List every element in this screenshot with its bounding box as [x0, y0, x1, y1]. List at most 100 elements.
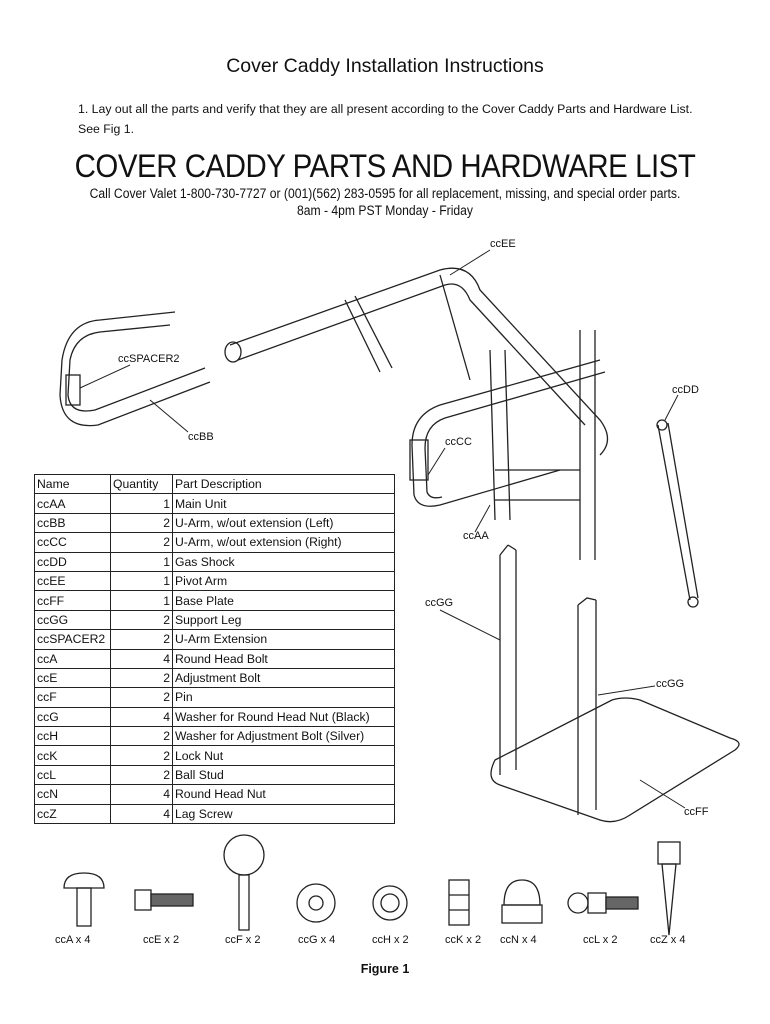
cell-name: ccSPACER2 [34, 629, 111, 650]
washer-black-drawing [296, 883, 336, 923]
cell-name: ccFF [34, 590, 111, 611]
parts-list-heading: COVER CADDY PARTS AND HARDWARE LIST [74, 148, 696, 184]
cell-quantity: 1 [110, 493, 173, 514]
hardware-drawings [63, 834, 681, 936]
cell-description: Support Leg [172, 609, 395, 631]
header-description: Part Description [172, 473, 395, 495]
step-1-text: 1. Lay out all the parts and verify that… [78, 102, 693, 136]
cell-quantity: 2 [110, 745, 173, 766]
page-title: Cover Caddy Installation Instructions [226, 55, 544, 77]
cell-quantity: 4 [110, 706, 173, 728]
cell-description: Ball Stud [172, 764, 395, 786]
cell-description: U-Arm, w/out extension (Left) [172, 512, 395, 534]
label-ccGG-left: ccGG [425, 597, 454, 609]
support-legs-drawing [499, 544, 597, 815]
figure-caption: Figure 1 [360, 962, 410, 976]
base-plate-drawing [490, 697, 740, 823]
cell-description: Pin [172, 687, 395, 708]
round-head-bolt-drawing [63, 872, 105, 927]
label-ccEE: ccEE [490, 238, 516, 250]
hardware-label: ccF x 2 [225, 934, 261, 946]
cell-name: ccK [34, 745, 111, 766]
label-ccSPACER2: ccSPACER2 [118, 353, 180, 365]
cell-name: ccL [34, 764, 111, 786]
hardware-label: ccE x 2 [143, 934, 180, 946]
label-ccFF: ccFF [684, 806, 709, 818]
parts-list-call-text: Call Cover Valet 1-800-730-7727 or (001)… [89, 186, 681, 201]
pin-drawing [223, 834, 265, 931]
cell-quantity: 2 [110, 532, 173, 553]
cell-description: Base Plate [172, 590, 395, 611]
hardware-label: ccH x 2 [372, 934, 409, 946]
cell-name: ccEE [34, 570, 111, 592]
cell-name: ccGG [34, 609, 111, 631]
cell-quantity: 2 [110, 667, 173, 689]
cell-quantity: 2 [110, 512, 173, 534]
cell-description: Main Unit [172, 493, 395, 514]
cell-name: ccCC [34, 532, 111, 553]
parts-list-hours: 8am - 4pm PST Monday - Friday [296, 203, 474, 218]
cell-quantity: 4 [110, 648, 173, 669]
cell-description: Washer for Adjustment Bolt (Silver) [172, 726, 395, 747]
cell-description: Washer for Round Head Nut (Black) [172, 706, 395, 728]
label-ccGG-right: ccGG [656, 678, 685, 690]
adjustment-bolt-drawing [134, 889, 194, 911]
cell-name: ccN [34, 784, 111, 805]
hardware-label: ccL x 2 [583, 934, 618, 946]
cell-quantity: 2 [110, 687, 173, 708]
cell-name: ccBB [34, 512, 111, 534]
pivot-arm-drawing [224, 267, 609, 456]
header-name: Name [34, 473, 111, 495]
cell-name: ccAA [34, 493, 111, 514]
cell-description: Lag Screw [172, 803, 395, 825]
hardware-label: ccA x 4 [55, 934, 91, 946]
washer-silver-drawing [372, 885, 408, 921]
hardware-label: ccN x 4 [500, 934, 537, 946]
hardware-label: ccK x 2 [445, 934, 482, 946]
cell-description: U-Arm Extension [172, 629, 395, 650]
label-ccCC: ccCC [445, 436, 472, 448]
hardware-label: ccG x 4 [298, 934, 336, 946]
header-quantity: Quantity [110, 473, 173, 495]
cell-description: Pivot Arm [172, 570, 395, 592]
cell-quantity: 2 [110, 629, 173, 650]
cell-description: Gas Shock [172, 551, 395, 572]
cell-name: ccH [34, 726, 111, 747]
cell-description: Lock Nut [172, 745, 395, 766]
cell-description: Round Head Nut [172, 784, 395, 805]
round-head-nut-drawing [501, 879, 543, 924]
main-unit-drawing [409, 330, 606, 560]
lock-nut-drawing [448, 879, 470, 926]
cell-name: ccDD [34, 551, 111, 572]
cell-quantity: 2 [110, 609, 173, 631]
cell-name: ccZ [34, 803, 111, 825]
lag-screw-drawing [657, 841, 681, 936]
cell-quantity: 4 [110, 784, 173, 805]
cell-quantity: 2 [110, 726, 173, 747]
cell-quantity: 1 [110, 590, 173, 611]
label-ccDD: ccDD [672, 384, 699, 396]
hardware-label: ccZ x 4 [650, 934, 686, 946]
cell-description: Round Head Bolt [172, 648, 395, 669]
ball-stud-drawing [567, 892, 639, 914]
cell-quantity: 1 [110, 570, 173, 592]
gas-shock-drawing [656, 419, 699, 608]
cell-name: ccF [34, 687, 111, 708]
cell-name: ccA [34, 648, 111, 669]
